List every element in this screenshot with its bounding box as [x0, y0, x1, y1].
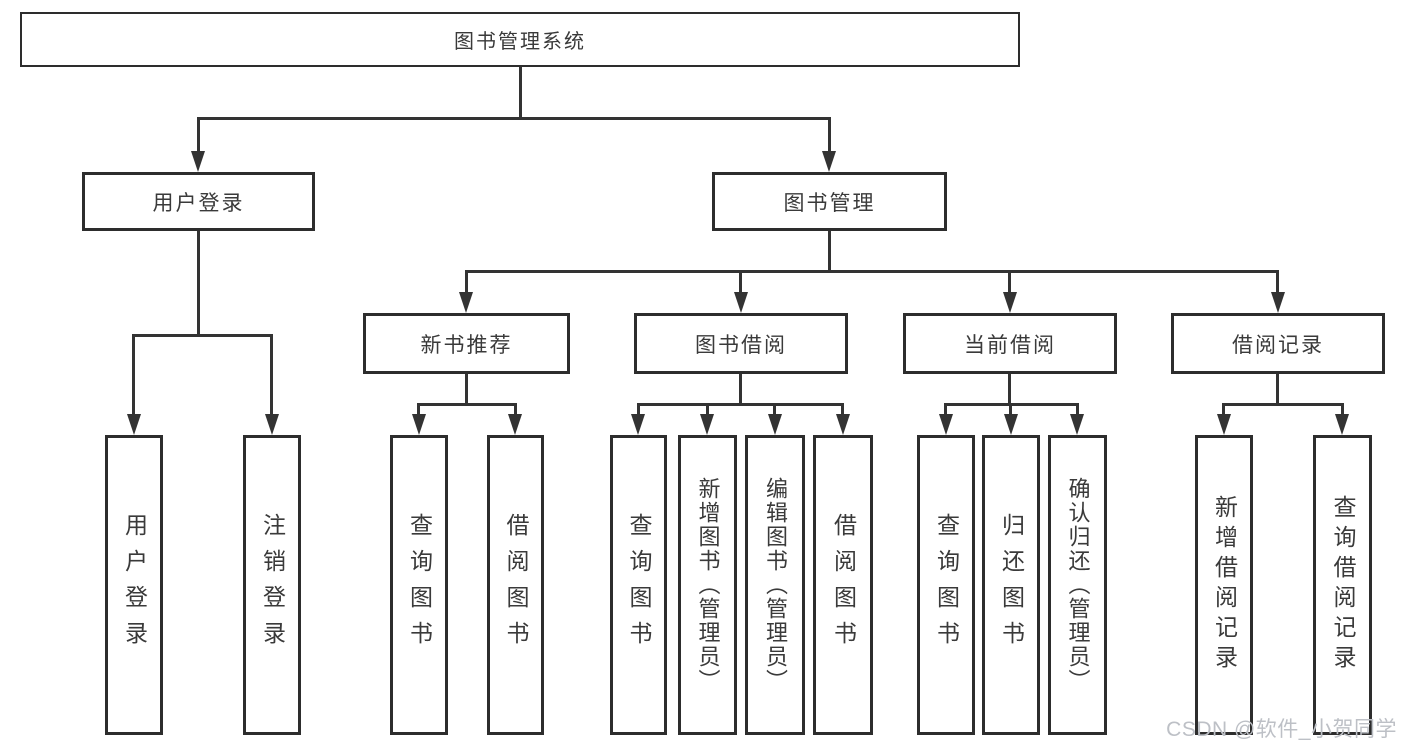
node-label: 归还图书 — [998, 513, 1025, 657]
connector-line — [417, 403, 420, 414]
connector-line — [1222, 403, 1225, 414]
connector-line — [828, 117, 831, 154]
node-label: 查询图书 — [406, 513, 433, 657]
node-borrowing-records: 借阅记录 — [1171, 313, 1385, 374]
connector-line — [637, 403, 844, 406]
node-add-book-admin: 新增图书（管理员） — [678, 435, 737, 735]
node-edit-book-admin: 编辑图书（管理员） — [745, 435, 805, 735]
connector-arrow — [768, 414, 782, 435]
node-label: 用户登录 — [152, 191, 245, 215]
node-logout-leaf: 注销登录 — [243, 435, 301, 735]
connector-arrow — [631, 414, 645, 435]
connector-line — [637, 403, 640, 414]
node-label: 图书管理 — [783, 191, 876, 215]
connector-arrow — [459, 292, 473, 313]
connector-line — [514, 403, 517, 414]
connector-line — [197, 231, 200, 336]
connector-arrow — [127, 414, 141, 435]
connector-line — [1008, 374, 1011, 405]
connector-arrow — [734, 292, 748, 313]
node-new-book-recommendation: 新书推荐 — [363, 313, 570, 374]
node-book-borrowing: 图书借阅 — [634, 313, 848, 374]
connector-arrow — [1004, 414, 1018, 435]
connector-line — [739, 374, 742, 405]
node-label: 当前借阅 — [964, 333, 1056, 357]
node-label: 新增图书（管理员） — [695, 477, 721, 693]
connector-arrow — [265, 414, 279, 435]
node-label: 新书推荐 — [420, 333, 513, 357]
node-user-login: 用户登录 — [82, 172, 315, 231]
connector-line — [706, 403, 709, 414]
connector-line — [773, 403, 776, 414]
node-label: 新增借阅记录 — [1211, 495, 1238, 675]
connector-arrow — [822, 151, 836, 172]
node-query-borrow-record: 查询借阅记录 — [1313, 435, 1372, 735]
connector-line — [132, 334, 273, 337]
node-label: 查询借阅记录 — [1330, 495, 1356, 675]
connector-line — [132, 334, 135, 414]
connector-line — [465, 374, 468, 405]
connector-arrow — [508, 414, 522, 435]
node-user-login-leaf: 用户登录 — [105, 435, 163, 735]
connector-arrow — [700, 414, 714, 435]
connector-line — [1341, 403, 1344, 414]
node-query-books-recommend: 查询图书 — [390, 435, 448, 735]
connector-line — [1009, 403, 1012, 414]
node-label: 注销登录 — [259, 513, 286, 657]
csdn-watermark: CSDN @软件_小贺同学 — [1166, 718, 1397, 741]
connector-arrow — [1217, 414, 1231, 435]
node-label: 图书管理系统 — [454, 31, 586, 53]
node-label: 借阅图书 — [503, 513, 529, 657]
connector-arrow — [191, 151, 205, 172]
connector-line — [1276, 374, 1279, 405]
node-label: 查询图书 — [933, 513, 960, 657]
connector-line — [465, 270, 1279, 273]
connector-arrow — [1070, 414, 1084, 435]
connector-line — [739, 270, 742, 292]
connector-arrow — [412, 414, 426, 435]
node-label: 借阅记录 — [1232, 333, 1324, 357]
node-label: 借阅图书 — [830, 513, 857, 657]
connector-arrow — [1003, 292, 1017, 313]
connector-line — [841, 403, 844, 414]
node-query-books-borrowing: 查询图书 — [610, 435, 667, 735]
connector-line — [197, 117, 831, 120]
connector-line — [465, 270, 468, 292]
node-label: 用户登录 — [121, 513, 148, 657]
node-borrow-books-borrowing: 借阅图书 — [813, 435, 873, 735]
connector-arrow — [1335, 414, 1349, 435]
connector-line — [1076, 403, 1079, 414]
node-query-books-current: 查询图书 — [917, 435, 975, 735]
connector-line — [197, 117, 200, 154]
connector-arrow — [939, 414, 953, 435]
node-label: 查询图书 — [626, 513, 652, 657]
connector-line — [417, 403, 517, 406]
node-book-management: 图书管理 — [712, 172, 947, 231]
connector-arrow — [1271, 292, 1285, 313]
connector-line — [944, 403, 947, 414]
connector-line — [1222, 403, 1344, 406]
connector-line — [1008, 270, 1011, 292]
node-current-borrowing: 当前借阅 — [903, 313, 1117, 374]
node-library-management-system: 图书管理系统 — [20, 12, 1020, 67]
node-label: 编辑图书（管理员） — [763, 477, 788, 693]
connector-line — [519, 67, 522, 118]
node-confirm-return-admin: 确认归还（管理员） — [1048, 435, 1107, 735]
connector-arrow — [836, 414, 850, 435]
node-label: 确认归还（管理员） — [1065, 477, 1091, 693]
connector-line — [828, 231, 831, 272]
node-add-borrow-record: 新增借阅记录 — [1195, 435, 1253, 735]
connector-line — [270, 334, 273, 414]
connector-line — [1276, 270, 1279, 292]
node-label: 图书借阅 — [695, 333, 787, 357]
node-borrow-books-recommend: 借阅图书 — [487, 435, 544, 735]
node-return-books: 归还图书 — [982, 435, 1040, 735]
